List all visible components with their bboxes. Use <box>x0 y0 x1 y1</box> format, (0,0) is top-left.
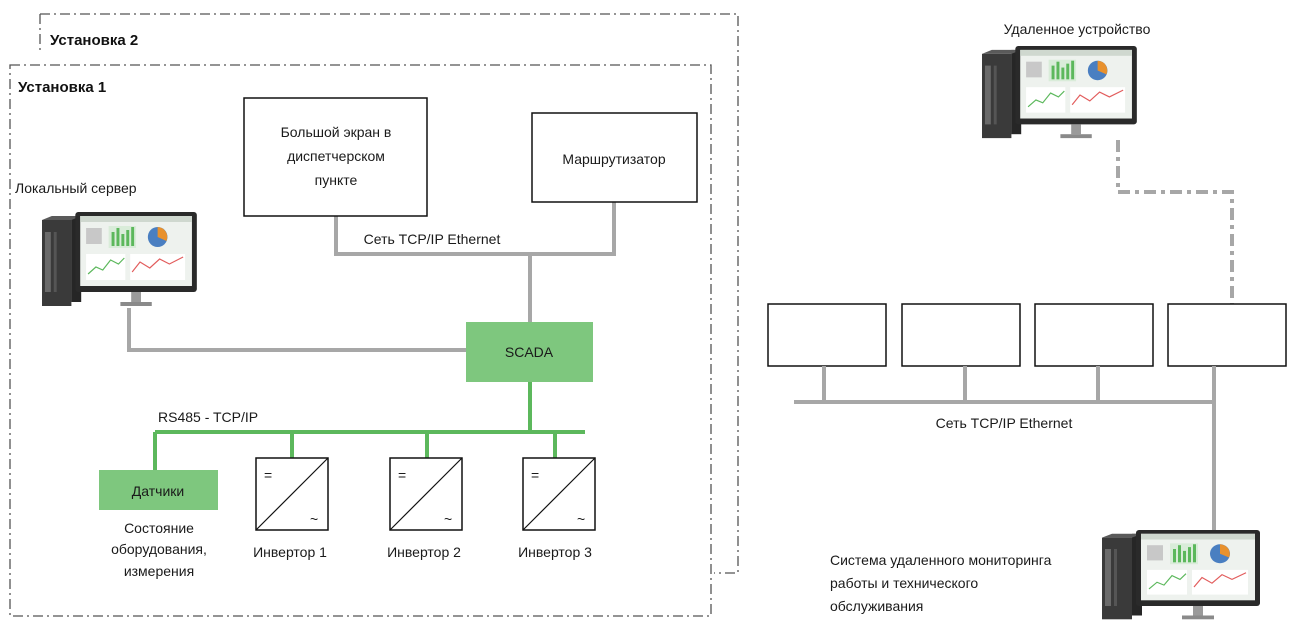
inverter-3: = ~ Инвертор 3 <box>518 457 596 560</box>
installation1-title: Установка 1 <box>18 79 106 96</box>
monitoring-label-line2: работы и технического <box>830 575 978 591</box>
router-box <box>531 112 698 203</box>
rs485-bus <box>153 382 585 470</box>
router-label: Маршрутизатор <box>562 151 665 167</box>
inverter-2: = ~ Инвертор 2 <box>387 457 463 560</box>
network-label: Сеть TCP/IP Ethernet <box>364 231 501 247</box>
inverter-1-label: Инвертор 1 <box>253 544 327 560</box>
remote-device-label: Удаленное устройство <box>1004 21 1151 37</box>
inverter-1-dc-symbol: = <box>264 467 272 483</box>
network-node-3 <box>1034 303 1154 367</box>
remote-link-line <box>1116 140 1234 304</box>
monitoring-computer-icon <box>1101 529 1261 620</box>
network-node-2 <box>901 303 1021 367</box>
big-screen-box <box>243 97 428 217</box>
installation2-title: Установка 2 <box>50 32 138 49</box>
remote-network-lines <box>794 366 1216 540</box>
inverter-3-ac-symbol: ~ <box>577 511 585 527</box>
inverter-3-dc-symbol: = <box>531 467 539 483</box>
local-server-label: Локальный сервер <box>15 180 137 196</box>
inverter-2-label: Инвертор 2 <box>387 544 461 560</box>
big-screen-label-line3: пункте <box>315 172 358 188</box>
sensors-caption-line1: Состояние <box>124 520 194 536</box>
ethernet-network-lines <box>127 202 616 352</box>
bus-label: RS485 - TCP/IP <box>158 409 258 425</box>
inverter-1-ac-symbol: ~ <box>310 511 318 527</box>
sensors-caption-line2: оборудования, <box>111 541 207 557</box>
scada-box <box>466 322 593 382</box>
big-screen-label-line1: Большой экран в <box>281 124 392 140</box>
sensors-box <box>99 470 218 510</box>
monitoring-label-line1: Система удаленного мониторинга <box>830 552 1052 568</box>
scada-label: SCADA <box>505 344 554 360</box>
network-node-1 <box>767 303 887 367</box>
big-screen-label-line2: диспетчерском <box>287 148 385 164</box>
sensors-label: Датчики <box>132 483 184 499</box>
sensors-caption-line3: измерения <box>124 563 194 579</box>
monitoring-label-line3: обслуживания <box>830 598 923 614</box>
inverter-2-ac-symbol: ~ <box>444 511 452 527</box>
installation2-border <box>39 13 739 574</box>
network-node-4 <box>1167 303 1287 367</box>
inverter-3-label: Инвертор 3 <box>518 544 592 560</box>
inverter-2-dc-symbol: = <box>398 467 406 483</box>
remote-device-computer-icon <box>981 45 1138 139</box>
inverter-1: = ~ Инвертор 1 <box>253 457 329 560</box>
remote-network-label: Сеть TCP/IP Ethernet <box>936 415 1073 431</box>
local-server-computer-icon <box>41 211 198 307</box>
